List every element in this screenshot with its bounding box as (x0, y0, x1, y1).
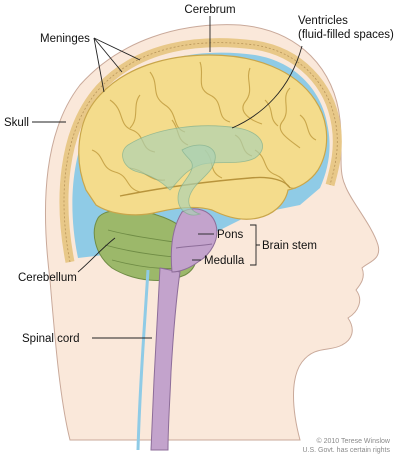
label-cerebrum: Cerebrum (184, 4, 235, 16)
meninges-leader-3 (93, 37, 141, 61)
leader-lines (32, 16, 303, 339)
label-cerebellum: Cerebellum (18, 272, 77, 284)
label-skull: Skull (4, 117, 29, 129)
pons-medulla-boundary (175, 243, 213, 249)
label-spinal-cord: Spinal cord (22, 333, 80, 345)
brain-stem-shape (170, 208, 218, 273)
spinal-cord-shape (150, 267, 181, 451)
label-meninges: Meninges (40, 33, 90, 45)
label-brain-stem: Brain stem (262, 240, 317, 252)
brain-stem-bracket (250, 224, 260, 266)
skull-edge (63, 42, 338, 263)
label-ventricles-line1: Ventricles (298, 15, 348, 27)
ventricles-shape (122, 125, 263, 216)
credit-line-1: © 2010 Terese Winslow (316, 437, 390, 445)
label-pons: Pons (217, 229, 243, 241)
label-medulla: Medulla (204, 255, 245, 267)
ventricles-leader (231, 45, 303, 129)
label-ventricles-line2: (fluid-filled spaces) (298, 29, 394, 41)
lateral-sulcus (119, 176, 291, 197)
meninges-leader-1 (93, 37, 105, 93)
cerebrum-gyri (91, 61, 317, 193)
credit-line-2: U.S. Govt. has certain rights (302, 447, 390, 454)
spinal-csf (136, 269, 150, 451)
meninges-leader-2 (93, 37, 123, 73)
cerebellum-leader (77, 237, 116, 273)
